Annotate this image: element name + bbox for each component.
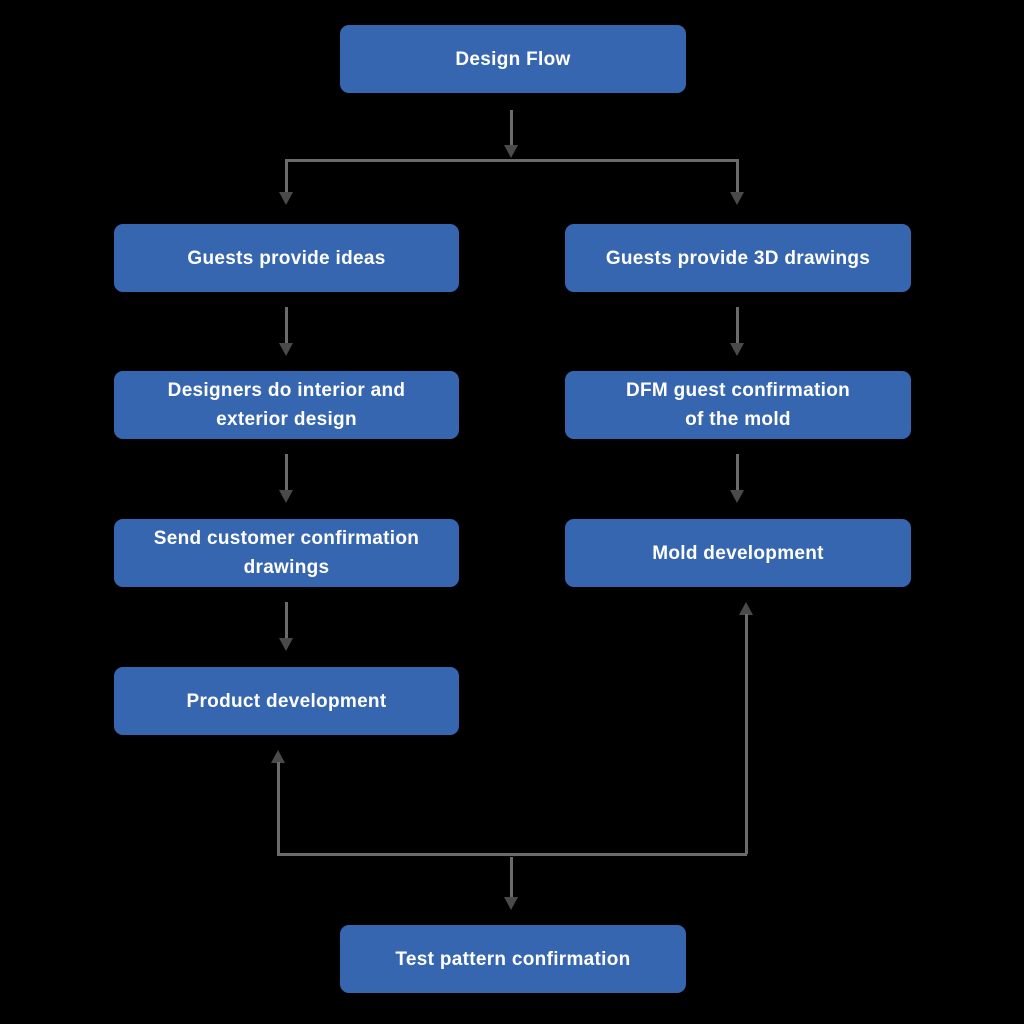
connector-ideas-designers — [285, 307, 288, 344]
arrowhead-down-mold-dev-icon — [730, 490, 744, 503]
arrowhead-down-dfm-icon — [730, 343, 744, 356]
arrowhead-up-product-dev-icon — [271, 750, 285, 763]
connector-3d-dfm — [736, 307, 739, 344]
arrowhead-down-top-junction-icon — [504, 145, 518, 158]
node-design-flow: Design Flow — [340, 25, 686, 93]
connector-junction-test — [510, 857, 513, 898]
arrowhead-up-mold-dev-icon — [739, 602, 753, 615]
connector-designflow-stem — [510, 110, 513, 146]
connector-junction-product — [277, 762, 280, 854]
connector-top-junction — [285, 159, 739, 162]
connector-designers-send — [285, 454, 288, 491]
arrowhead-down-guests-ideas-icon — [279, 192, 293, 205]
connector-dfm-mold — [736, 454, 739, 491]
node-product-development: Product development — [114, 667, 459, 735]
node-guests-provide-ideas: Guests provide ideas — [114, 224, 459, 292]
connector-junction-mold — [745, 614, 748, 854]
connector-bottom-junction — [277, 853, 747, 856]
arrowhead-down-send-drawings-icon — [279, 490, 293, 503]
node-mold-development: Mold development — [565, 519, 911, 587]
node-designers-interior-exterior: Designers do interior and exterior desig… — [114, 371, 459, 439]
node-test-pattern-confirmation: Test pattern confirmation — [340, 925, 686, 993]
node-send-customer-confirmation-drawings: Send customer confirmation drawings — [114, 519, 459, 587]
arrowhead-down-test-pattern-icon — [504, 897, 518, 910]
connector-send-product — [285, 602, 288, 639]
connector-branch-left-stem — [285, 159, 288, 193]
arrowhead-down-product-dev-icon — [279, 638, 293, 651]
connector-branch-right-stem — [736, 159, 739, 193]
arrowhead-down-guests-3d-icon — [730, 192, 744, 205]
node-dfm-guest-confirmation: DFM guest confirmation of the mold — [565, 371, 911, 439]
node-guests-provide-3d-drawings: Guests provide 3D drawings — [565, 224, 911, 292]
arrowhead-down-designers-icon — [279, 343, 293, 356]
